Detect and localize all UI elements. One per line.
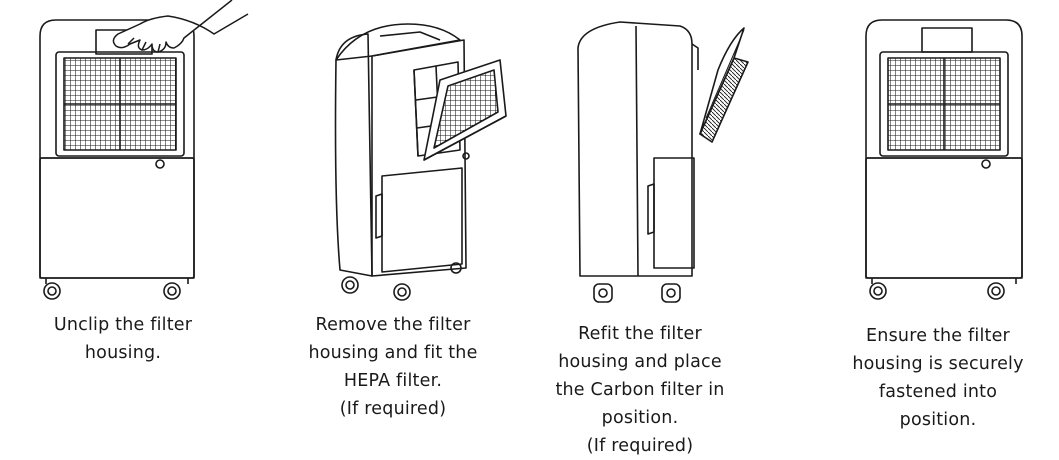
hand-icon: [113, 0, 248, 52]
caption-line: HEPA filter.: [343, 371, 443, 391]
caption-line: Remove the filter: [315, 315, 471, 335]
caption-line: fastened into: [878, 382, 998, 402]
caption-line: the Carbon filter in: [555, 380, 725, 400]
step1-caption: Unclip the filter housing.: [18, 311, 228, 367]
caption-line: Ensure the filter: [866, 326, 1010, 346]
step4-caption: Ensure the filter housing is securely fa…: [833, 322, 1043, 434]
caption-line: (If required): [586, 436, 694, 456]
caption-line: housing and fit the: [308, 343, 478, 363]
step3-caption: Refit the filter housing and place the C…: [535, 320, 745, 460]
step2-caption: Remove the filter housing and fit the HE…: [288, 311, 498, 423]
caption-line: housing.: [84, 343, 162, 363]
dehumidifier-side-step3: [578, 22, 748, 302]
dehumidifier-angled-step2: [336, 24, 507, 300]
caption-line: position.: [601, 408, 679, 428]
caption-line: Unclip the filter: [53, 315, 193, 335]
caption-line: Refit the filter: [578, 324, 702, 344]
caption-line: (If required): [339, 399, 447, 419]
dehumidifier-front-step4: [866, 20, 1022, 299]
caption-line: position.: [899, 410, 977, 430]
dehumidifier-front-step1: [40, 20, 194, 299]
caption-line: housing is securely: [852, 354, 1024, 374]
caption-line: housing and place: [558, 352, 722, 372]
